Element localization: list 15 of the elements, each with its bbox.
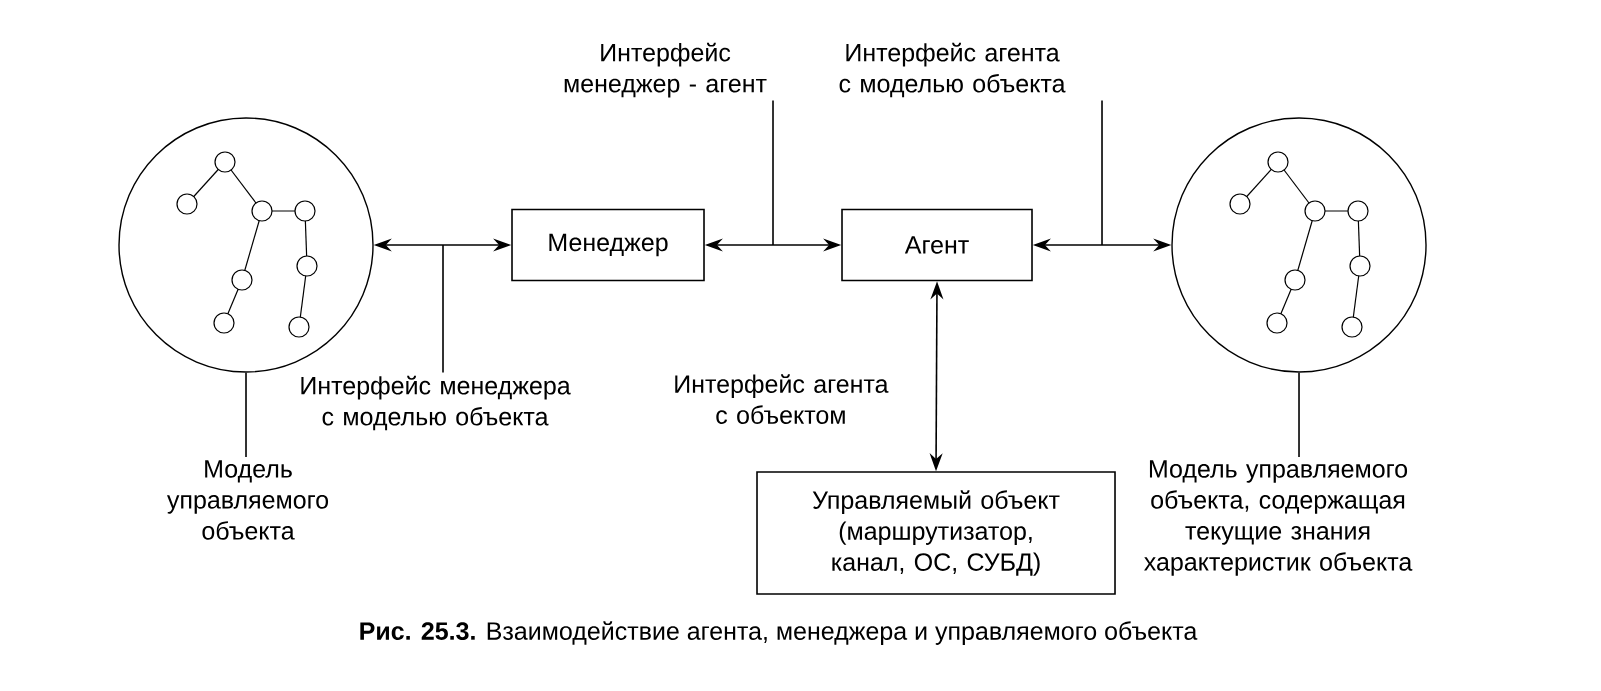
leader-line <box>1101 99 1103 246</box>
leader-line <box>245 371 247 458</box>
leader-line <box>772 99 774 246</box>
leader-line <box>1298 371 1300 458</box>
leader-line <box>442 244 444 374</box>
process-box: Менеджер <box>511 208 705 282</box>
process-box: Агент <box>841 208 1033 282</box>
annotation-text: Модель управляемого объекта, содержащая текущие знания характеристик объекта <box>1144 460 1413 576</box>
figure-caption: Рис. 25.3. Взаимодействие агента, менеджера и управляемого объекта <box>360 621 1198 645</box>
annotation-text: Модель управляемого объекта <box>167 460 329 540</box>
annotation-text: Интерфейс менеджера с моделью объекта <box>301 375 571 431</box>
annotation-text: Интерфейс агента с моделью объекта <box>839 42 1066 98</box>
annotation-text: Интерфейс менеджер - агент <box>564 42 767 98</box>
edge-label: Интерфейс агента с объектом <box>675 374 889 424</box>
process-box: Управляемый объект (маршрутизатор, канал, ОС, СУБД) <box>756 471 1116 595</box>
